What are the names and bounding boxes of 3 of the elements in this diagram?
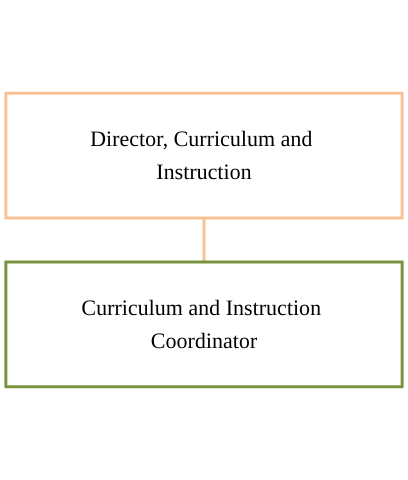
node-box: Curriculum and Instruction Coordinator: [4, 260, 404, 388]
node-box: Director, Curriculum and Instruction: [4, 92, 404, 220]
connector: [202, 218, 206, 262]
